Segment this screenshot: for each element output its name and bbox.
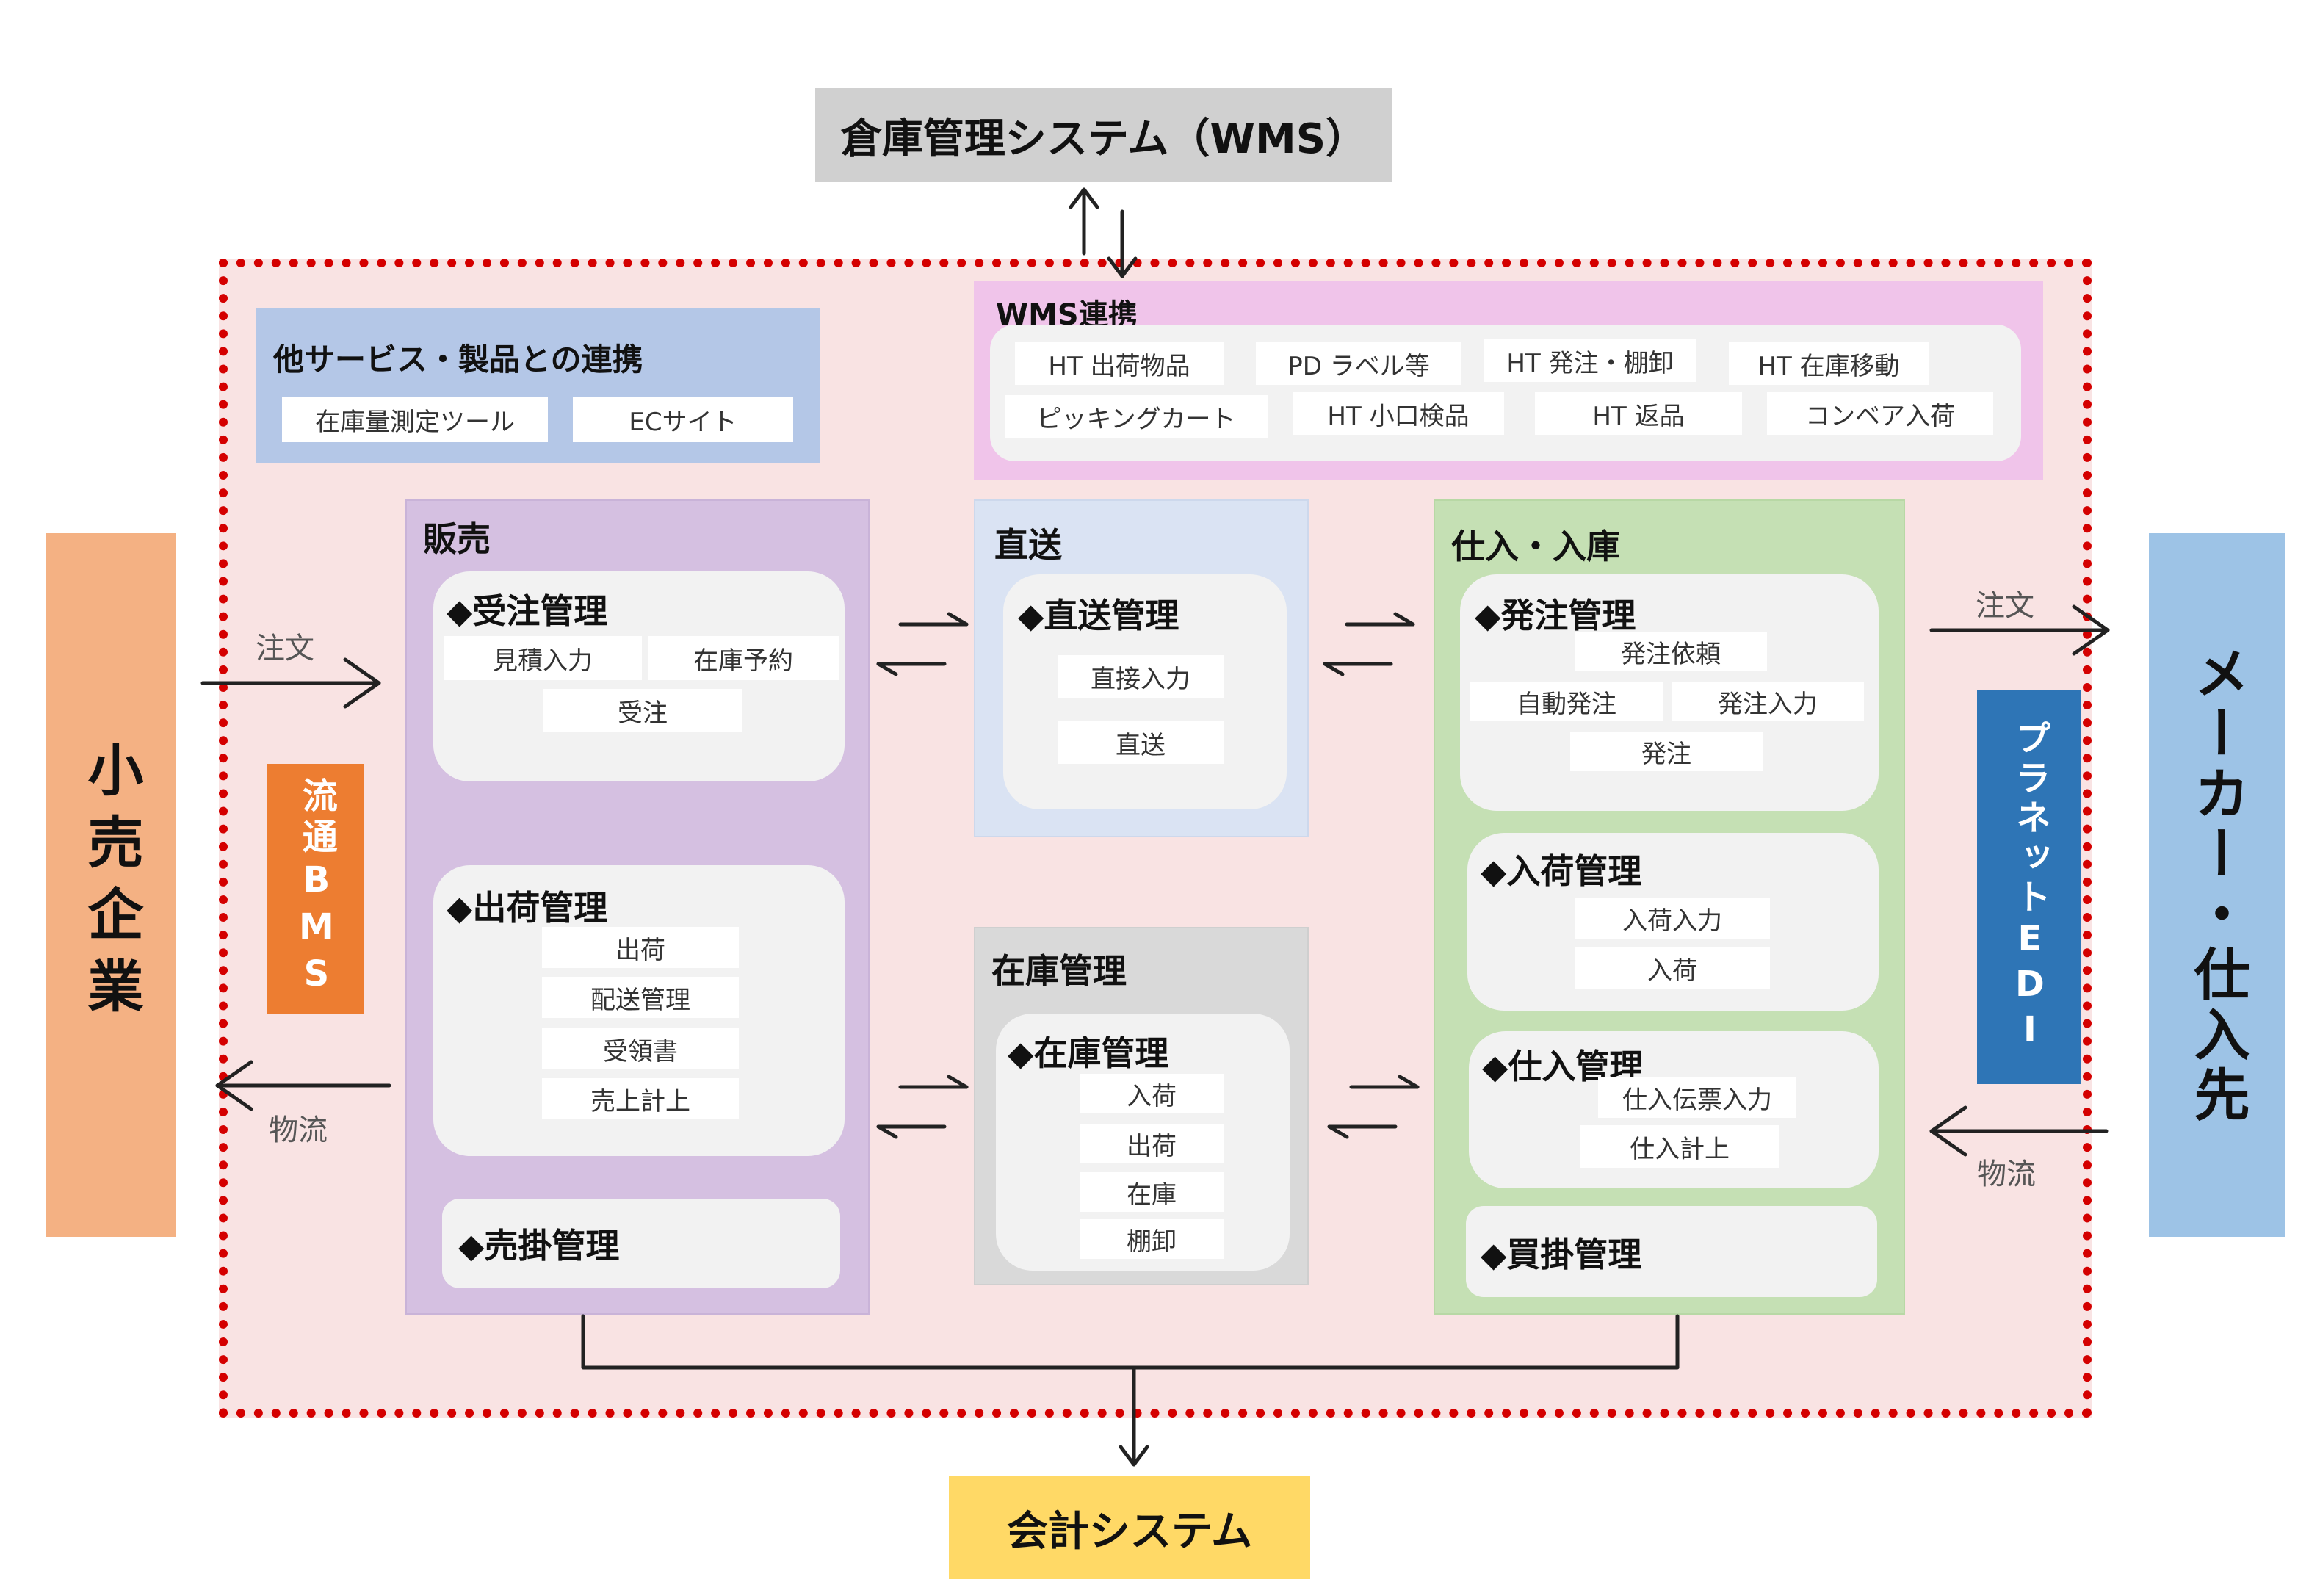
- inventory-title: 在庫管理: [991, 951, 1127, 991]
- order-mgmt-title: ◆受注管理: [447, 591, 608, 631]
- purchase-mgmt-card: ◆仕入管理 仕入伝票入力 仕入計上: [1469, 1031, 1879, 1188]
- po-item: 発注: [1570, 732, 1763, 771]
- po-item: 発注依頼: [1575, 632, 1767, 671]
- other-service-item: 在庫量測定ツール: [282, 397, 548, 442]
- inventory-mgmt-title: ◆在庫管理: [1008, 1033, 1169, 1073]
- shipping-mgmt-title: ◆出荷管理: [447, 888, 608, 928]
- ryutsu-bms-label: 流通BMS: [295, 777, 337, 1000]
- direct-mgmt-card: ◆直送管理 直接入力 直送: [1003, 574, 1287, 809]
- receivable-mgmt-title: ◆売掛管理: [458, 1226, 620, 1265]
- order-item: 見積入力: [444, 636, 642, 680]
- wms-link-item: HT 在庫移動: [1729, 342, 1929, 385]
- wms-link-card: HT 出荷物品 PD ラベル等 HT 発注・棚卸 HT 在庫移動 ピッキングカー…: [990, 325, 2021, 461]
- arrival-mgmt-title: ◆入荷管理: [1481, 851, 1642, 891]
- direct-mgmt-title: ◆直送管理: [1018, 596, 1179, 635]
- payable-mgmt-card: ◆買掛管理: [1466, 1206, 1877, 1297]
- accounting-system-label: 会計システム: [1006, 1507, 1253, 1556]
- logistics-arrow-left: [215, 1060, 391, 1111]
- arrival-item: 入荷: [1575, 947, 1770, 989]
- retailer-label: 小売企業: [78, 741, 144, 1029]
- wms-link-item: HT 返品: [1535, 392, 1742, 435]
- inventory-panel: 在庫管理 ◆在庫管理 入荷 出荷 在庫 棚卸: [974, 927, 1309, 1285]
- payable-mgmt-title: ◆買掛管理: [1481, 1235, 1642, 1274]
- maker-label: メーカー・仕入先: [2184, 644, 2250, 1126]
- wms-sync-arrow-up: [1069, 187, 1099, 256]
- direct-purchasing-exchange-arrows: [1323, 612, 1415, 676]
- wms-system-box: 倉庫管理システム（WMS）: [815, 88, 1392, 182]
- receivable-mgmt-card: ◆売掛管理: [442, 1199, 840, 1288]
- inventory-item: 出荷: [1080, 1124, 1224, 1163]
- wms-link-item: ピッキングカート: [1005, 395, 1268, 438]
- inventory-purchasing-exchange-arrows: [1327, 1075, 1420, 1139]
- order-arrow-right: [1929, 604, 2110, 656]
- logistics-arrow-right: [1929, 1105, 2109, 1157]
- direct-panel: 直送 ◆直送管理 直接入力 直送: [974, 499, 1309, 837]
- other-service-item: ECサイト: [573, 397, 793, 442]
- inventory-item: 在庫: [1080, 1172, 1224, 1212]
- accounting-system-box: 会計システム: [949, 1476, 1310, 1579]
- ryutsu-bms-box: 流通BMS: [267, 764, 364, 1014]
- shipping-item: 売上計上: [542, 1078, 739, 1119]
- sales-direct-exchange-arrows: [876, 612, 969, 676]
- logistics-label-right: 物流: [1977, 1158, 2036, 1191]
- sales-panel: 販売 ◆受注管理 見積入力 在庫予約 受注 ◆出荷管理 出荷 配送管理 受領書 …: [405, 499, 870, 1315]
- shipping-item: 受領書: [542, 1028, 739, 1069]
- arrival-mgmt-card: ◆入荷管理 入荷入力 入荷: [1467, 833, 1879, 1011]
- logistics-label-left: 物流: [269, 1113, 328, 1147]
- maker-box: メーカー・仕入先: [2149, 533, 2285, 1237]
- wms-link-item: コンベア入荷: [1767, 392, 1993, 435]
- order-label-left: 注文: [256, 632, 314, 665]
- wms-link-item: HT 出荷物品: [1015, 342, 1224, 385]
- shipping-item: 配送管理: [542, 977, 739, 1018]
- po-mgmt-card: ◆発注管理 発注依頼 自動発注 発注入力 発注: [1460, 574, 1879, 811]
- purchase-item: 仕入伝票入力: [1598, 1077, 1796, 1118]
- wms-link-item: HT 小口検品: [1293, 392, 1504, 435]
- purchasing-panel: 仕入・入庫 ◆発注管理 発注依頼 自動発注 発注入力 発注 ◆入荷管理 入荷入力…: [1434, 499, 1905, 1315]
- wms-link-item: PD ラベル等: [1256, 342, 1461, 385]
- direct-item: 直送: [1058, 721, 1224, 764]
- wms-sync-arrow-down: [1107, 209, 1138, 278]
- order-item: 受注: [543, 689, 742, 732]
- order-item: 在庫予約: [648, 636, 839, 680]
- sales-inventory-exchange-arrows: [876, 1075, 969, 1139]
- po-mgmt-title: ◆発注管理: [1475, 596, 1636, 635]
- sales-title: 販売: [423, 519, 491, 559]
- inventory-item: 入荷: [1080, 1074, 1224, 1113]
- accounting-link-bracket: [581, 1314, 1680, 1467]
- retailer-box: 小売企業: [46, 533, 176, 1237]
- shipping-item: 出荷: [542, 927, 739, 968]
- wms-system-label: 倉庫管理システム（WMS）: [840, 115, 1367, 163]
- order-mgmt-card: ◆受注管理 見積入力 在庫予約 受注: [433, 571, 845, 781]
- direct-title: 直送: [994, 525, 1062, 565]
- wms-link-panel: WMS連携 HT 出荷物品 PD ラベル等 HT 発注・棚卸 HT 在庫移動 ピ…: [974, 281, 2043, 480]
- order-label-right: 注文: [1976, 589, 2034, 623]
- purchase-item: 仕入計上: [1580, 1125, 1779, 1168]
- direct-item: 直接入力: [1058, 655, 1224, 698]
- shipping-mgmt-card: ◆出荷管理 出荷 配送管理 受領書 売上計上: [433, 865, 845, 1156]
- purchasing-title: 仕入・入庫: [1451, 527, 1620, 566]
- wms-link-item: HT 発注・棚卸: [1484, 339, 1696, 382]
- inventory-mgmt-card: ◆在庫管理 入荷 出荷 在庫 棚卸: [996, 1014, 1290, 1271]
- po-item: 発注入力: [1672, 682, 1864, 721]
- inventory-item: 棚卸: [1080, 1219, 1224, 1259]
- other-services-panel: 他サービス・製品との連携 在庫量測定ツール ECサイト: [256, 308, 820, 463]
- arrival-item: 入荷入力: [1575, 898, 1770, 939]
- order-arrow-left: [200, 657, 381, 709]
- other-services-title: 他サービス・製品との連携: [273, 342, 643, 378]
- planet-edi-box: プラネットEDI: [1977, 690, 2081, 1084]
- planet-edi-label: プラネットEDI: [2009, 720, 2050, 1055]
- po-item: 自動発注: [1470, 682, 1663, 721]
